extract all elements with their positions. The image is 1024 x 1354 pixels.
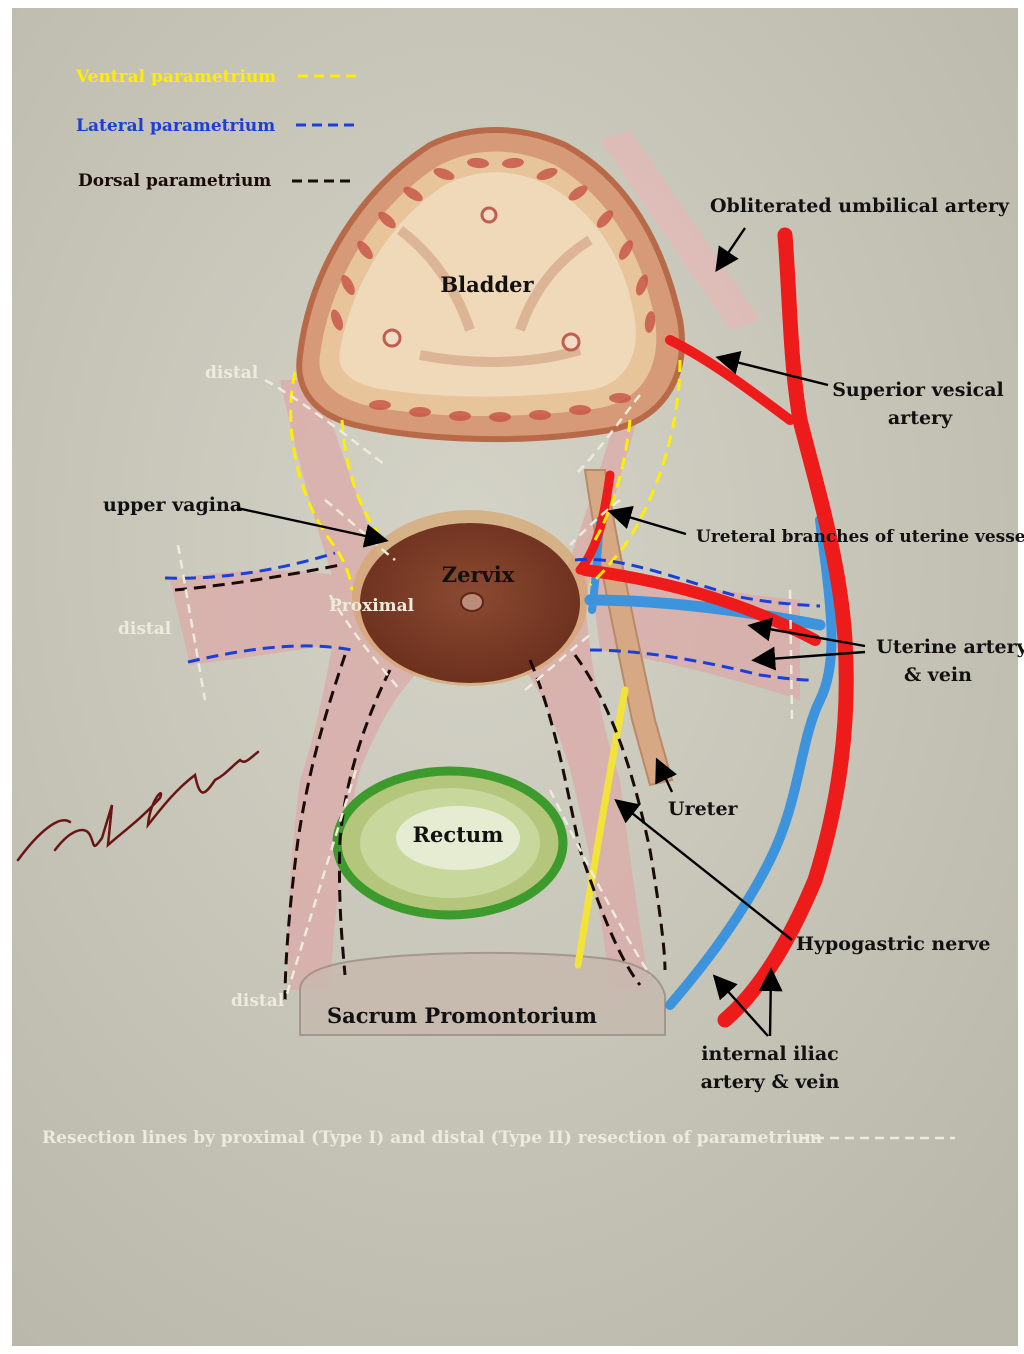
superior-vesical-artery-label-line2: artery	[888, 407, 953, 429]
legend-lateral-label: Lateral parametrium	[76, 116, 275, 136]
sacrum-label: Sacrum Promontorium	[327, 1003, 597, 1028]
rectum-label: Rectum	[413, 822, 504, 847]
hypogastric-nerve-label: Hypogastric nerve	[796, 933, 990, 955]
legend-dorsal-label: Dorsal parametrium	[78, 171, 271, 191]
ureteral-branches-label: Ureteral branches of uterine vessels	[696, 527, 1024, 547]
ureter-label: Ureter	[668, 798, 739, 820]
internal-iliac-label-line1: internal iliac	[701, 1043, 838, 1065]
bladder-label: Bladder	[440, 272, 534, 297]
distal-top-label: distal	[205, 363, 259, 383]
proximal-label: Proximal	[329, 596, 415, 616]
resection-caption: Resection lines by proximal (Type I) and…	[42, 1128, 822, 1148]
legend-ventral-label: Ventral parametrium	[75, 67, 276, 87]
obliterated-umbilical-artery-label: Obliterated umbilical artery	[710, 195, 1010, 217]
cervix-label: Zervix	[442, 562, 515, 587]
distal-left-label: distal	[118, 619, 172, 639]
superior-vesical-artery-label-line1: Superior vesical	[832, 379, 1004, 401]
upper-vagina-label: upper vagina	[103, 494, 242, 516]
uterine-label-line1: Uterine artery	[876, 636, 1024, 658]
distal-bottom-label: distal	[231, 991, 285, 1011]
uterine-label-line2: & vein	[904, 664, 972, 686]
internal-iliac-artery-arrow	[770, 972, 771, 1036]
internal-iliac-label-line2: artery & vein	[701, 1071, 840, 1093]
